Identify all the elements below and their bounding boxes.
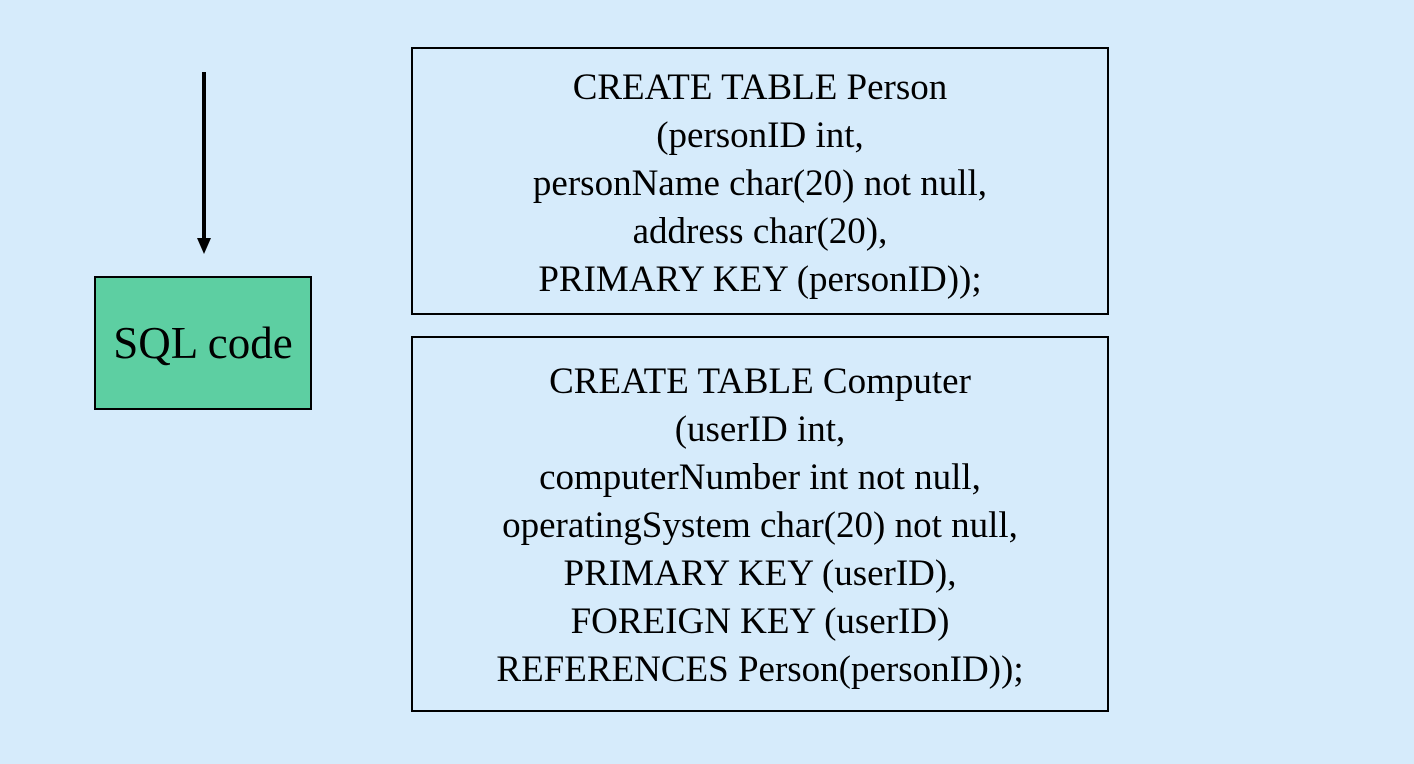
code-line: (personID int,: [656, 115, 864, 156]
code-line: (userID int,: [674, 409, 846, 450]
person-code-lines: CREATE TABLE Person (personID int, perso…: [413, 64, 1107, 304]
code-line: PRIMARY KEY (userID),: [563, 553, 957, 594]
sql-code-label: SQL code: [113, 317, 293, 368]
code-line: computerNumber int not null,: [539, 457, 981, 498]
sql-code-box: SQL code: [94, 276, 312, 410]
down-arrow-icon: [197, 72, 211, 254]
create-table-computer-box: CREATE TABLE Computer (userID int, compu…: [411, 336, 1109, 712]
code-line: operatingSystem char(20) not null,: [502, 505, 1018, 546]
code-line: address char(20),: [632, 211, 888, 252]
code-line: PRIMARY KEY (personID));: [538, 259, 982, 300]
computer-code-lines: CREATE TABLE Computer (userID int, compu…: [413, 358, 1107, 694]
create-table-person-box: CREATE TABLE Person (personID int, perso…: [411, 47, 1109, 315]
code-line: CREATE TABLE Person: [572, 67, 948, 108]
code-line: FOREIGN KEY (userID): [570, 601, 950, 642]
code-line: CREATE TABLE Computer: [549, 361, 971, 402]
code-line: REFERENCES Person(personID));: [496, 649, 1024, 690]
code-line: personName char(20) not null,: [532, 163, 988, 204]
